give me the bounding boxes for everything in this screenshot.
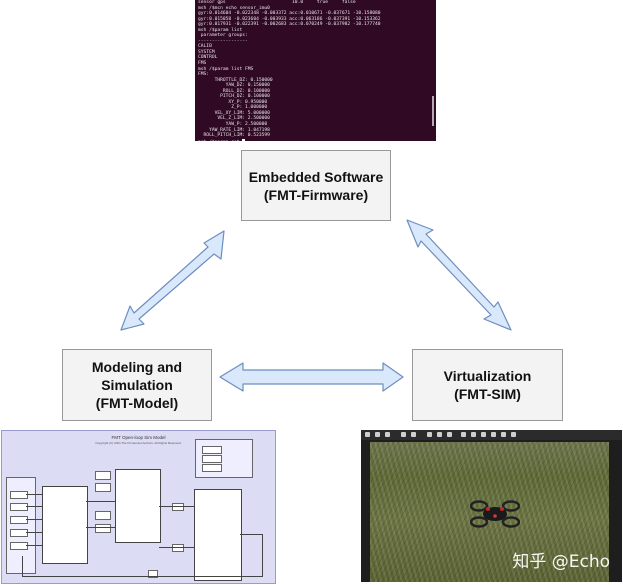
input-block <box>10 542 28 550</box>
double-arrow-embedded-modeling <box>120 230 225 331</box>
small-block <box>95 483 111 492</box>
terminal-line: ROLL_DZ: 0.100000 <box>198 88 270 94</box>
param-block <box>202 446 222 454</box>
small-block <box>95 524 111 533</box>
small-block <box>172 503 184 511</box>
toolbar-icon <box>401 432 406 437</box>
input-block <box>10 516 28 524</box>
toolbar-icon <box>471 432 476 437</box>
signal-wire <box>26 506 42 507</box>
terminal-line: msh /$param list FMS <box>198 66 254 72</box>
terminal-line: YAW_RATE_LIM: 1.047198 <box>198 127 270 133</box>
signal-wire <box>86 527 115 528</box>
virtualization-box: Virtualization (FMT-SIM) <box>412 349 563 421</box>
model-title: FMT Open-loop Sim Model <box>111 435 166 440</box>
model-subtitle: Copyright (C) 2021 The Firmament Authors… <box>95 441 182 445</box>
terminal-line: VEL_XY_LIM: 5.000000 <box>198 110 270 116</box>
toolbar-icon <box>491 432 496 437</box>
toolbar-icon <box>385 432 390 437</box>
signal-wire <box>86 501 115 502</box>
signal-wire <box>159 547 194 548</box>
toolbar-icon <box>411 432 416 437</box>
input-block <box>10 503 28 511</box>
fms-subsystem-block <box>42 486 88 564</box>
zhihu-watermark: 知乎 @Echo <box>512 552 610 572</box>
terminal-line: msh /$param list <box>198 27 243 33</box>
plant-subsystem-block <box>194 489 242 581</box>
input-block <box>10 529 28 537</box>
terminal-line: YAW_P: 2.500000 <box>198 122 268 128</box>
signal-wire <box>159 506 194 507</box>
quadcopter-drone-icon <box>470 500 520 528</box>
terminal-line: VEL_Z_LIM: 2.500000 <box>198 116 270 122</box>
embedded-software-box: Embedded Software (FMT-Firmware) <box>241 150 391 221</box>
toolbar-icon <box>365 432 370 437</box>
terminal-line: FMS: <box>198 72 210 78</box>
signal-wire <box>22 576 263 577</box>
terminal-line: msh /$mcn echo sensor_imu0 <box>198 5 270 11</box>
toolbar-icon <box>501 432 506 437</box>
terminal-line: ------------------ <box>198 38 248 44</box>
param-block <box>202 464 222 472</box>
double-arrow-embedded-virtualization <box>406 219 512 331</box>
toolbar-icon <box>447 432 452 437</box>
signal-wire <box>26 532 42 533</box>
double-arrow-modeling-virtualization <box>219 362 404 392</box>
toolbar-icon <box>511 432 516 437</box>
signal-wire <box>240 534 262 535</box>
terminal-line: CALIB <box>198 44 212 50</box>
terminal-line: gyr:0.017931 -0.022391 -0.002683 acc:0.0… <box>198 22 381 28</box>
terminal-line: XY_P: 0.950000 <box>198 99 268 105</box>
toolbar-icon <box>437 432 442 437</box>
terminal-line: Z_P: 1.000000 <box>198 105 268 111</box>
param-block <box>202 455 222 463</box>
simulator-screenshot: 知乎 @Echo <box>361 430 622 582</box>
signal-wire <box>26 494 42 495</box>
small-block <box>95 511 111 520</box>
signal-wire <box>26 545 42 546</box>
terminal-line: msh /$param get <box>195 138 436 141</box>
small-block <box>172 544 184 552</box>
small-block <box>95 471 111 480</box>
simulator-toolbar <box>361 430 622 440</box>
grass-field-view <box>370 442 609 582</box>
terminal-line: PITCH_DZ: 0.100000 <box>198 94 270 100</box>
signal-wire <box>262 534 263 576</box>
toolbar-icon <box>481 432 486 437</box>
input-block <box>10 491 28 499</box>
signal-wire <box>22 556 23 576</box>
small-block <box>148 570 158 578</box>
terminal-line: FMS <box>198 61 207 67</box>
toolbar-icon <box>427 432 432 437</box>
terminal-line: ROLL_PITCH_LIM: 0.523599 <box>198 133 270 139</box>
modeling-simulation-box: Modeling and Simulation (FMT-Model) <box>62 349 212 421</box>
terminal-line: sensor gps 10.0 true false <box>198 0 356 5</box>
terminal-line: CONTROL <box>198 55 218 61</box>
terminal-line: SYSTEM <box>198 49 215 55</box>
controller-subsystem-block <box>115 469 161 543</box>
toolbar-icon <box>375 432 380 437</box>
terminal-scrollbar <box>432 96 434 126</box>
simulink-model-screenshot: FMT Open-loop Sim Model Copyright (C) 20… <box>1 430 276 584</box>
terminal-line: THROTTLE_DZ: 0.150000 <box>198 77 273 83</box>
terminal-line: parameter groups: <box>198 33 248 39</box>
signal-wire <box>26 519 42 520</box>
terminal-cursor <box>242 138 246 141</box>
terminal-line: YAW_DZ: 0.150000 <box>198 83 270 89</box>
terminal-line: gyr:0.014604 -0.022348 -0.003372 acc:0.0… <box>198 11 381 17</box>
toolbar-icon <box>461 432 466 437</box>
terminal-line: gyr:0.015058 -0.023604 -0.003933 acc:0.0… <box>198 16 381 22</box>
